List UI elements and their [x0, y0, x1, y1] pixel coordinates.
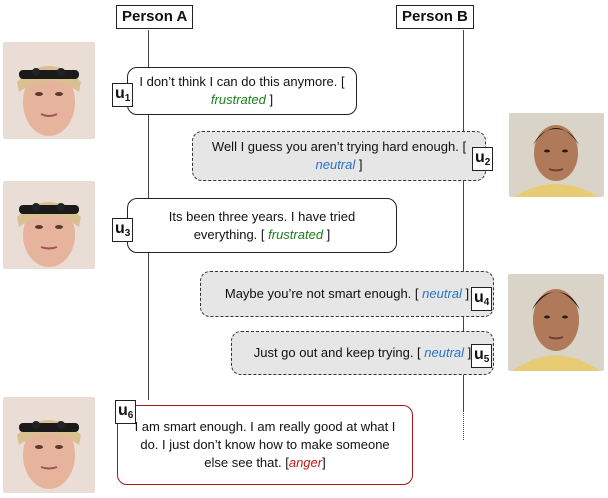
utterance-label-u1: u1 [112, 83, 134, 107]
utterance-text: Well I guess you aren’t trying hard enou… [211, 139, 467, 172]
person-a-face-image [3, 397, 95, 493]
utterance-bubble-u4: Maybe you’re not smart enough. [ neutral… [200, 271, 494, 317]
person-a-header: Person A [116, 5, 194, 29]
emotion-label: neutral [315, 157, 356, 172]
emotion-label: frustrated [210, 92, 266, 107]
emotion-label: anger [288, 455, 323, 470]
utterance-bubble-u6: I am smart enough. I am really good at w… [117, 405, 413, 485]
emotion-label: neutral [422, 286, 462, 301]
utterance-label-u4: u4 [471, 287, 493, 311]
person-b-face-image [509, 113, 604, 197]
person-b-lifeline-continuation [463, 410, 464, 440]
utterance-bubble-u1: I don’t think I can do this anymore. [ f… [127, 67, 357, 115]
utterance-label-u5: u5 [471, 344, 493, 368]
utterance-text: I don’t think I can do this anymore. [ f… [139, 74, 345, 107]
person-b-face-image [508, 274, 604, 371]
utterance-bubble-u5: Just go out and keep trying. [ neutral ] [231, 331, 494, 375]
utterance-bubble-u3: Its been three years. I have tried every… [127, 198, 397, 253]
utterance-label-u3: u3 [112, 218, 134, 242]
utterance-label-u6: u6 [115, 400, 137, 424]
emotion-label: frustrated [268, 226, 324, 242]
person-b-header: Person B [396, 5, 474, 29]
person-b-lifeline [463, 30, 464, 410]
utterance-text: I am smart enough. I am really good at w… [134, 419, 396, 470]
person-a-face-image [3, 42, 95, 139]
utterance-text: Its been three years. I have tried every… [168, 208, 356, 242]
utterance-text: Just go out and keep trying. [ neutral ] [253, 345, 472, 360]
person-a-face-image [3, 181, 95, 269]
utterance-bubble-u2: Well I guess you aren’t trying hard enou… [192, 131, 486, 181]
utterance-label-u2: u2 [472, 147, 494, 171]
emotion-label: neutral [424, 345, 465, 360]
utterance-text: Maybe you’re not smart enough. [ neutral… [224, 286, 470, 301]
